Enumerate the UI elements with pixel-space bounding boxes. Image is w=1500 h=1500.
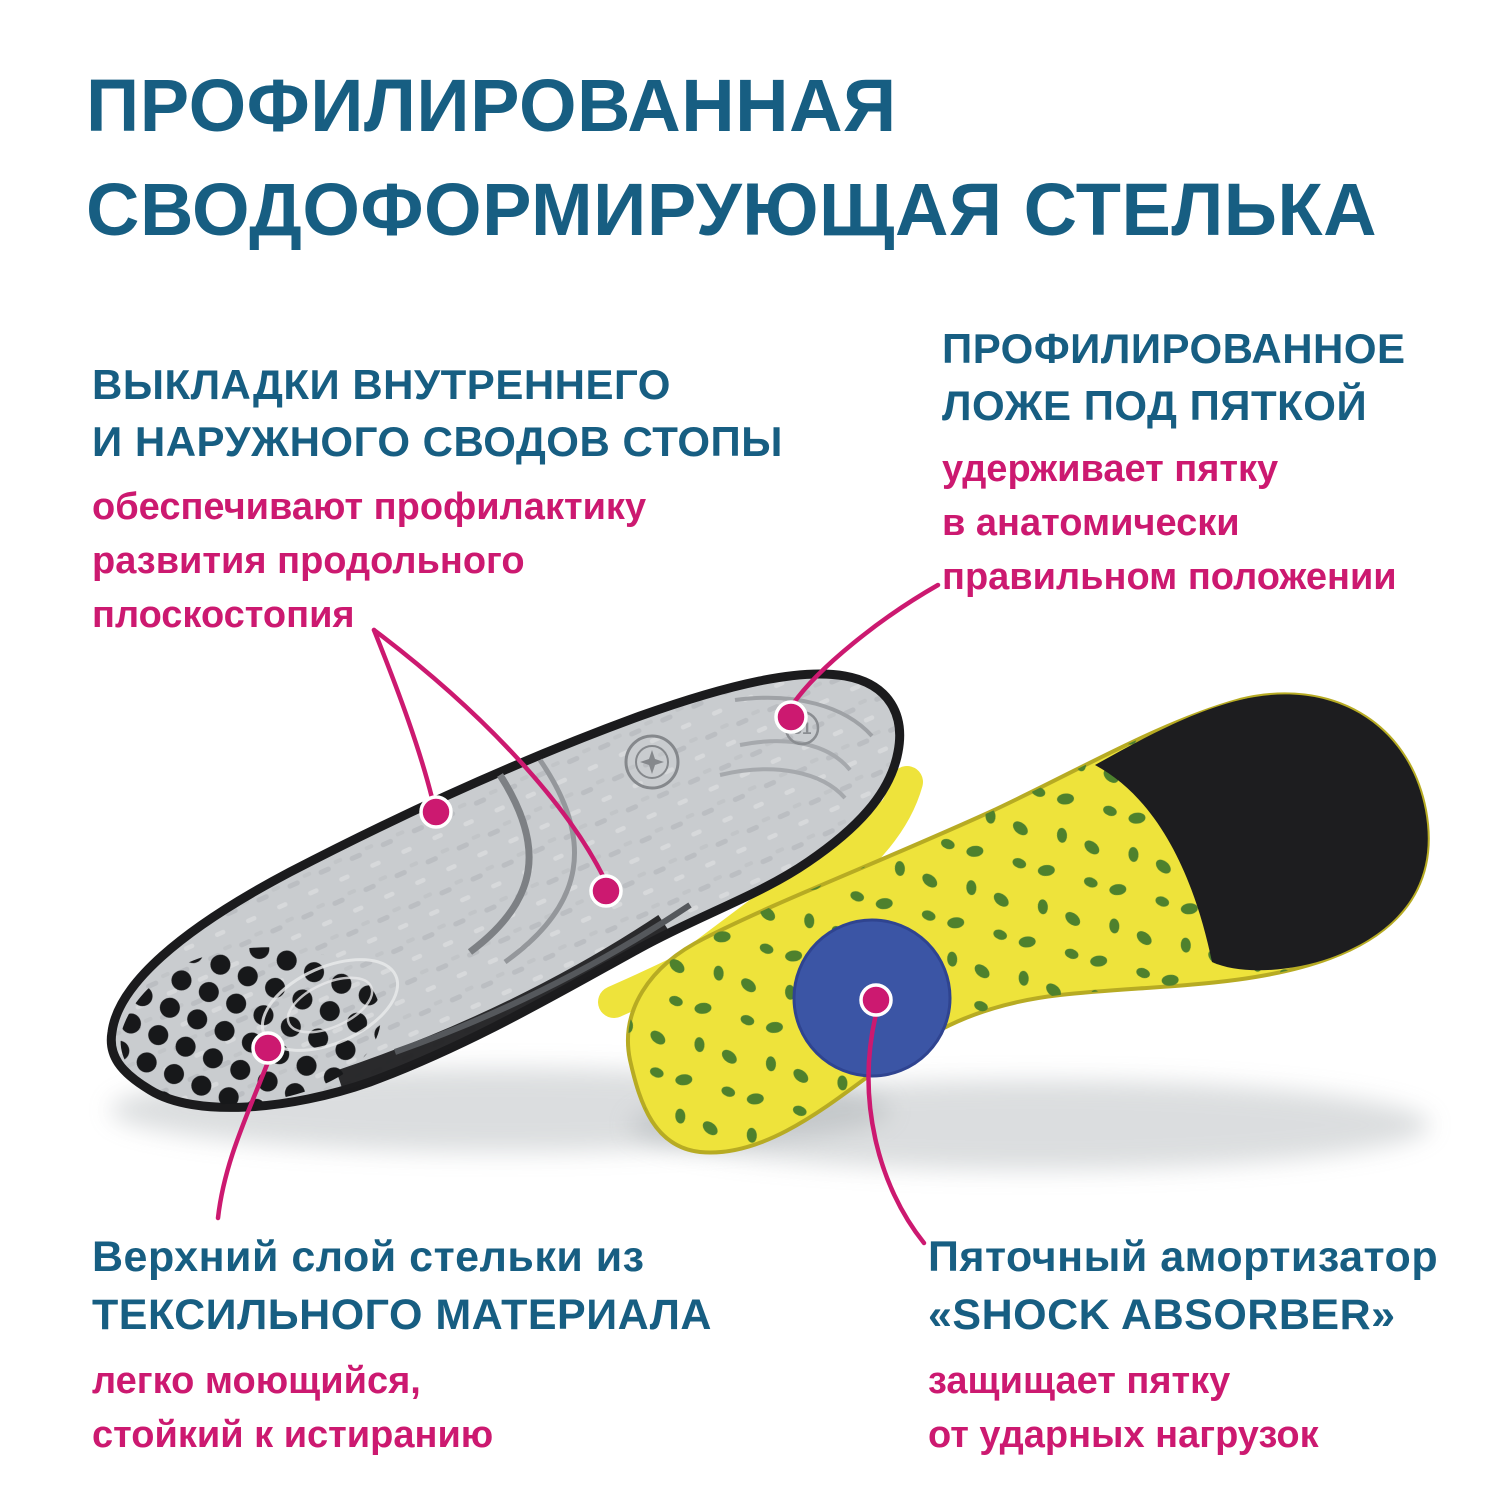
callout-arch-heading-line: ВЫКЛАДКИ ВНУТРЕННЕГО (92, 361, 671, 408)
callout-heel-bed-body-line: удерживает пятку (942, 448, 1279, 490)
callout-shock-body-line: защищает пятку (928, 1360, 1231, 1402)
callout-dot-arch-1 (419, 795, 453, 829)
insole-bottom-view (626, 692, 1430, 1155)
page-title: ПРОФИЛИРОВАННАЯ СВОДОФОРМИРУЮЩАЯ СТЕЛЬКА (86, 54, 1377, 262)
callout-textile-body-line: легко моющийся, (92, 1360, 421, 1402)
callout-heel-bed-body-line: правильном положении (942, 556, 1397, 598)
callout-shock-heading: Пяточный амортизатор «SHOCK ABSORBER» (928, 1228, 1438, 1344)
callout-arch-body-line: плоскостопия (92, 594, 355, 636)
page-title-line2: СВОДОФОРМИРУЮЩАЯ СТЕЛЬКА (86, 168, 1378, 251)
callout-shock-heading-line: Пяточный амортизатор (928, 1233, 1439, 1281)
forefoot-cover (1095, 694, 1428, 971)
callout-heel-bed-heading-line: ЛОЖЕ ПОД ПЯТКОЙ (942, 382, 1368, 429)
callout-textile-body-line: стойкий к истиранию (92, 1414, 494, 1456)
callout-dot-shock (859, 983, 893, 1017)
page-title-line1: ПРОФИЛИРОВАННАЯ (86, 64, 897, 147)
callout-heel-bed-body-line: в анатомически (942, 502, 1240, 544)
brand-emblem-icon (624, 734, 680, 790)
callout-dots (251, 700, 893, 1065)
callout-shock-body: защищает пятку от ударных нагрузок (928, 1354, 1319, 1462)
callout-textile-heading-line: Верхний слой стельки из (92, 1233, 645, 1281)
callout-textile-body: легко моющийся, стойкий к истиранию (92, 1354, 493, 1462)
callout-line-arch-1 (371, 627, 435, 801)
callout-textile-heading-line: ТЕКСИЛЬНОГО МАТЕРИАЛА (92, 1291, 712, 1339)
callout-arch-body-line: обеспечивают профилактику (92, 486, 647, 528)
callout-line-textile (215, 1059, 271, 1221)
callout-arch-heading-line: И НАРУЖНОГО СВОДОВ СТОПЫ (92, 418, 783, 465)
callout-shock-heading-line: «SHOCK ABSORBER» (928, 1291, 1396, 1339)
callout-heel-bed-body: удерживает пятку в анатомически правильн… (942, 442, 1397, 604)
callout-dot-textile (251, 1031, 285, 1065)
callout-arch-body: обеспечивают профилактику развития продо… (92, 480, 646, 642)
callout-textile-heading: Верхний слой стельки из ТЕКСИЛЬНОГО МАТЕ… (92, 1228, 712, 1344)
callout-heel-bed-heading: ПРОФИЛИРОВАННОЕ ЛОЖЕ ПОД ПЯТКОЙ (942, 320, 1406, 434)
callout-heel-bed-heading-line: ПРОФИЛИРОВАННОЕ (942, 325, 1406, 372)
callout-dot-arch-2 (589, 874, 623, 908)
callout-arch-heading: ВЫКЛАДКИ ВНУТРЕННЕГО И НАРУЖНОГО СВОДОВ … (92, 356, 783, 470)
callout-arch-body-line: развития продольного (92, 540, 525, 582)
callout-dot-heel-bed (774, 700, 808, 734)
callout-line-arch-2 (371, 627, 607, 881)
callout-line-shock (866, 1011, 927, 1246)
callout-lines (215, 582, 941, 1246)
callout-shock-body-line: от ударных нагрузок (928, 1414, 1319, 1456)
callout-line-heel-bed (790, 582, 941, 707)
